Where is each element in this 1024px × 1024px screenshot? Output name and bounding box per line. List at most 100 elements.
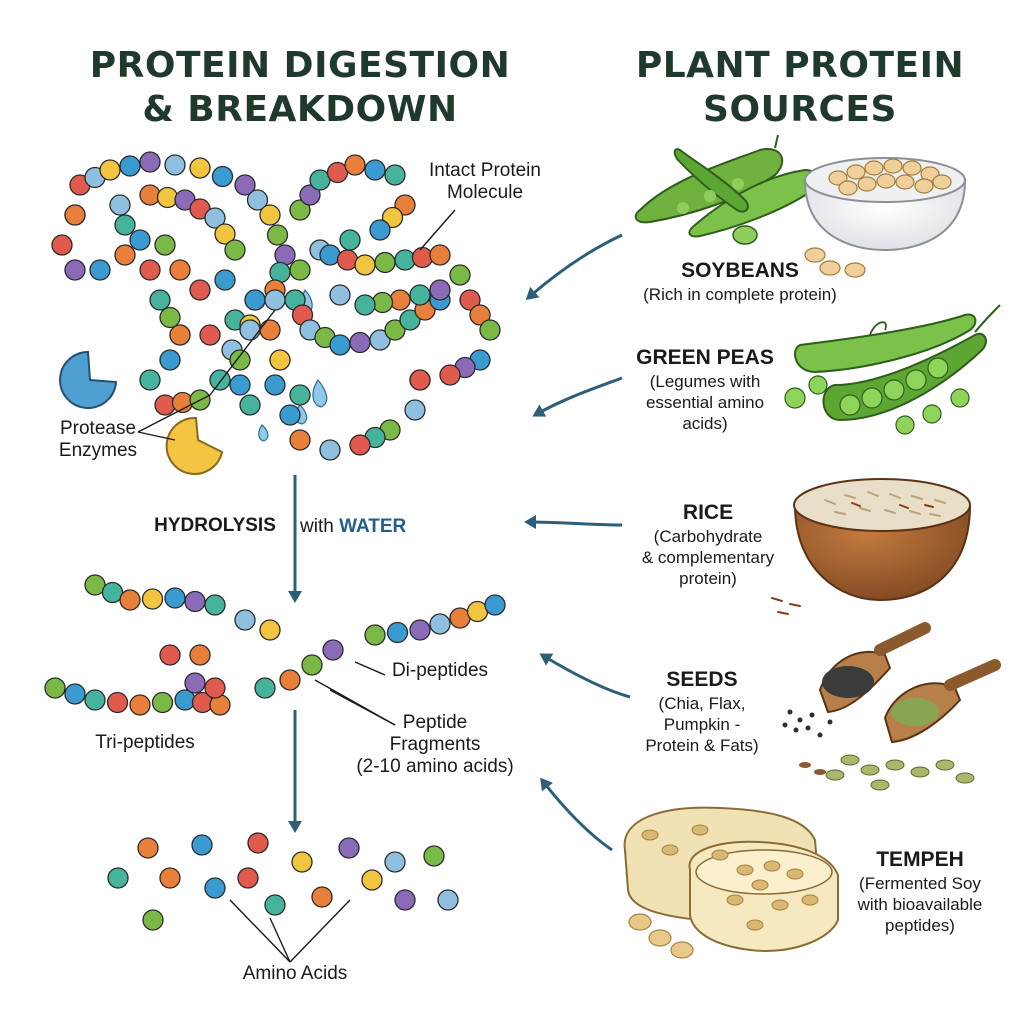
protein-strand-j (259, 289, 291, 396)
protein-strand-e (284, 154, 416, 311)
amino-bead (211, 165, 234, 188)
amino-bead (44, 677, 66, 699)
amino-bead (361, 869, 383, 891)
pea-pod-icon (784, 304, 1001, 435)
amino-bead (389, 289, 411, 311)
source-rice-desc: (Carbohydrate & complementary protein) (618, 526, 798, 589)
amino-bead (141, 588, 164, 610)
amino-bead (237, 867, 259, 889)
amino-bead (259, 204, 281, 226)
source-soybeans: SOYBEANS (Rich in complete protein) (620, 258, 860, 305)
protein-chains (44, 151, 506, 931)
right-title: PLANT PROTEIN SOURCES (600, 44, 1000, 132)
amino-bead (156, 186, 179, 209)
amino-bead (484, 594, 506, 616)
amino-bead (159, 867, 181, 889)
protease-pointer-a (137, 309, 276, 433)
amino-pointer-b (269, 917, 291, 963)
amino-bead (394, 249, 416, 271)
fragment-mid (254, 639, 344, 699)
amino-bead (234, 609, 256, 631)
amino-bead (229, 349, 251, 371)
amino-bead (266, 224, 289, 246)
rice-desc-line-3: protein) (679, 569, 737, 588)
protein-strand-i (229, 319, 261, 416)
amino-bead (349, 434, 371, 456)
amino-bead (169, 259, 191, 281)
source-green-peas-name: GREEN PEAS (636, 346, 774, 369)
rice-desc-line-1: (Carbohydrate (653, 527, 763, 546)
free-amino-acids (107, 832, 459, 931)
amino-bead (151, 691, 174, 714)
flow-arrow-tempeh (540, 777, 613, 852)
amino-bead (154, 234, 176, 256)
amino-bead (164, 587, 186, 609)
amino-bead (384, 851, 406, 873)
fragment-right (364, 594, 506, 646)
protein-strand-c (109, 184, 246, 301)
amino-bead (429, 613, 451, 635)
amino-bead (189, 157, 211, 179)
amino-bead (269, 349, 291, 371)
amino-bead (279, 404, 301, 426)
amino-bead (429, 244, 451, 266)
amino-bead (429, 279, 451, 301)
peptide-line-2: Fragments (389, 734, 481, 755)
amino-bead (384, 319, 406, 341)
amino-bead (311, 886, 333, 908)
amino-bead (51, 234, 73, 256)
fragment-tri (44, 677, 231, 716)
amino-bead (84, 689, 106, 711)
amino-bead (214, 223, 236, 245)
amino-bead (89, 259, 111, 281)
amino-bead (289, 429, 311, 451)
source-tempeh-desc: (Fermented Soy with bioavailable peptide… (835, 873, 1005, 936)
amino-bead (319, 439, 341, 461)
amino-pointer-a (229, 899, 291, 963)
pointer-lines (137, 209, 456, 963)
amino-bead (139, 184, 161, 206)
amino-bead (191, 834, 213, 856)
source-seeds-name: SEEDS (666, 668, 738, 691)
seeds-desc-line-3: Protein & Fats) (645, 736, 759, 755)
amino-bead (479, 319, 501, 341)
rice-desc-line-2: & complementary (641, 548, 775, 567)
protein-strand-h (279, 369, 431, 461)
amino-acids-label: Amino Acids (242, 963, 348, 984)
with-word: with (300, 516, 334, 537)
pacman-enzyme-icon (59, 350, 224, 475)
flow-arrow-seeds (539, 653, 631, 699)
amino-bead (354, 294, 376, 316)
amino-bead (184, 590, 206, 613)
amino-bead (386, 621, 409, 644)
intact-protein-line-2: Molecule (446, 182, 524, 203)
amino-bead (279, 669, 301, 691)
rice-bowl-icon (771, 478, 972, 615)
amino-bead (364, 159, 386, 181)
flow-arrows (288, 233, 631, 852)
seeds-desc-line-2: Pumpkin - (663, 715, 741, 734)
with-water-label: with WATER (300, 516, 420, 538)
amino-pointer-c (289, 899, 351, 963)
source-tempeh-name: TEMPEH (876, 848, 964, 871)
amino-bead (154, 394, 176, 416)
source-seeds-desc: (Chia, Flax, Pumpkin - Protein & Fats) (632, 693, 772, 756)
water-word: WATER (339, 516, 407, 537)
amino-bead (64, 204, 86, 226)
peptide-fragments-label: Peptide Fragments (2-10 amino acids) (345, 712, 525, 778)
protease-line-1: Protease (59, 418, 137, 439)
amino-bead (404, 399, 426, 421)
amino-bead (259, 319, 281, 341)
amino-bead (423, 845, 445, 867)
amino-bead (369, 219, 391, 241)
amino-bead (139, 369, 161, 391)
amino-bead (399, 309, 421, 331)
amino-bead (344, 154, 366, 176)
source-green-peas: GREEN PEAS (Legumes with essential amino… (615, 345, 795, 434)
amino-bead (449, 264, 471, 286)
flow-arrow-rice (524, 515, 623, 530)
soybean-pods-icon (634, 134, 819, 245)
amino-bead (239, 394, 261, 416)
amino-bead (349, 331, 371, 354)
right-title-line-1: PLANT PROTEIN (635, 45, 965, 86)
